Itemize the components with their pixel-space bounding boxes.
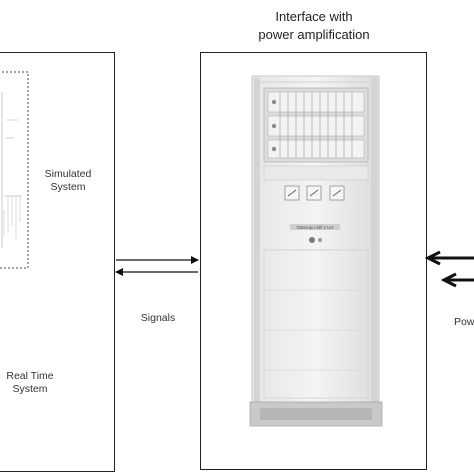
simulated-system-label: Simulated System xyxy=(30,168,106,194)
realtime-system-block xyxy=(0,52,115,472)
signals-arrow xyxy=(115,256,199,276)
power-label-partial: Pow xyxy=(454,316,474,328)
interface-title-line2: power amplification xyxy=(258,26,370,42)
simulated-label-line1: Simulated xyxy=(44,168,92,180)
realtime-label-line1: Real Time xyxy=(6,370,54,382)
interface-title: Interface with power amplification xyxy=(214,8,414,43)
simulated-label-line2: System xyxy=(50,181,86,194)
simulated-system-sketch xyxy=(0,71,29,269)
cabinet-panel-label: Tattempo 3Ø 3 UO xyxy=(296,225,334,230)
power-arrows xyxy=(424,250,474,288)
power-cabinet: Tattempo 3Ø 3 UO xyxy=(249,75,383,427)
signals-label: Signals xyxy=(140,312,176,324)
interface-title-line1: Interface with xyxy=(275,9,353,24)
realtime-label-line2: System xyxy=(12,383,48,396)
realtime-system-label: Real Time System xyxy=(0,370,68,396)
